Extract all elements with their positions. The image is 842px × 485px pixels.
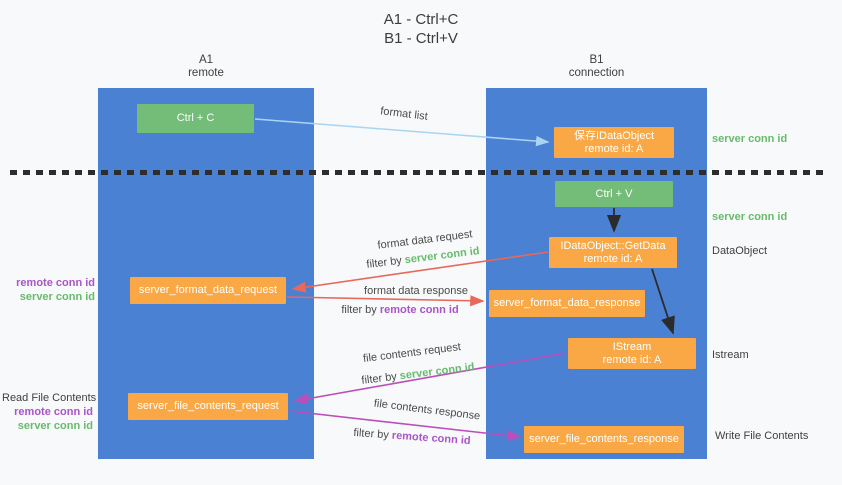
- node-server-file-contents-response-label: server_file_contents_response: [529, 433, 679, 445]
- node-server-format-data-response: server_format_data_response: [489, 290, 645, 317]
- right-column-name: B1: [589, 54, 604, 66]
- istream-side-label: Istream: [712, 349, 749, 361]
- left-conn-id-group-top: remote conn id server conn id: [6, 276, 95, 304]
- server-conn-id-label-left: server conn id: [19, 291, 95, 303]
- node-server-file-contents-request-label: server_file_contents_request: [137, 400, 279, 412]
- right-column-header: B1 connection: [486, 54, 707, 80]
- remote-conn-id-label-left-2: remote conn id: [14, 406, 93, 418]
- file-contents-response-label: file contents response: [373, 397, 481, 423]
- left-read-file-group: Read File Contents remote conn id server…: [2, 391, 97, 433]
- filter-by-remote-conn-label-1: filter by remote conn id: [341, 304, 458, 316]
- server-conn-id-label-right-top: server conn id: [712, 133, 788, 145]
- node-save-dataobject-line2: remote id: A: [584, 142, 644, 155]
- file-contents-request-label: file contents request: [362, 341, 462, 365]
- node-server-file-contents-request: server_file_contents_request: [128, 393, 288, 420]
- node-istream-line2: remote id: A: [602, 353, 662, 366]
- node-ctrl-v-label: Ctrl + V: [595, 187, 633, 200]
- left-column-name: A1: [198, 54, 214, 66]
- node-server-file-contents-response: server_file_contents_response: [524, 426, 684, 453]
- filter-by-remote-conn-label-2: filter by remote conn id: [353, 427, 471, 447]
- server-conn-id-label-right-mid: server conn id: [712, 211, 788, 223]
- left-column-header: A1 remote: [98, 54, 314, 80]
- remote-conn-id-text: remote conn id: [391, 429, 471, 448]
- node-server-format-data-request: server_format_data_request: [130, 277, 286, 304]
- node-istream-line1: IStream: [612, 340, 652, 353]
- dataobject-label: DataObject: [712, 245, 768, 257]
- server-conn-id-text: server conn id: [404, 245, 481, 267]
- filter-by-text: filter by: [341, 304, 380, 316]
- filter-by-text: filter by: [353, 426, 393, 442]
- right-column-subtitle: connection: [568, 67, 625, 79]
- node-ctrl-v: Ctrl + V: [555, 181, 673, 207]
- filter-by-server-conn-label-2: filter by server conn id: [361, 361, 475, 387]
- server-conn-id-text: server conn id: [399, 361, 476, 383]
- title-line-2: B1 - Ctrl+V: [384, 30, 458, 47]
- filter-by-text: filter by: [360, 370, 401, 387]
- dashed-separator-line: [10, 170, 828, 175]
- node-istream: IStream remote id: A: [568, 338, 696, 369]
- left-column-subtitle: remote: [188, 67, 224, 79]
- read-file-contents-label: Read File Contents: [2, 392, 97, 404]
- node-idataobject-getdata-line2: remote id: A: [583, 252, 643, 265]
- remote-conn-id-label-left: remote conn id: [16, 277, 95, 289]
- node-server-format-data-request-label: server_format_data_request: [138, 284, 278, 296]
- node-idataobject-getdata: IDataObject::GetData remote id: A: [549, 237, 677, 268]
- format-data-response-label: format data response: [364, 285, 468, 297]
- remote-conn-id-text: remote conn id: [379, 304, 459, 316]
- node-idataobject-getdata-line1: IDataObject::GetData: [560, 239, 666, 252]
- node-save-dataobject-line1: 保存IDataObject: [573, 129, 655, 142]
- node-ctrl-c-label: Ctrl + C: [176, 112, 215, 124]
- node-ctrl-c: Ctrl + C: [137, 104, 254, 133]
- format-list-label: format list: [379, 105, 429, 123]
- format-data-response-arrow: [286, 295, 485, 307]
- node-server-format-data-response-label: server_format_data_response: [493, 297, 641, 309]
- filter-by-text: filter by: [365, 254, 406, 271]
- node-save-dataobject: 保存IDataObject remote id: A: [554, 127, 674, 158]
- server-conn-id-label-left-2: server conn id: [17, 420, 93, 432]
- write-file-contents-label: Write File Contents: [715, 430, 809, 442]
- diagram-title: A1 - Ctrl+C B1 - Ctrl+V: [0, 10, 842, 48]
- title-line-1: A1 - Ctrl+C: [383, 11, 459, 28]
